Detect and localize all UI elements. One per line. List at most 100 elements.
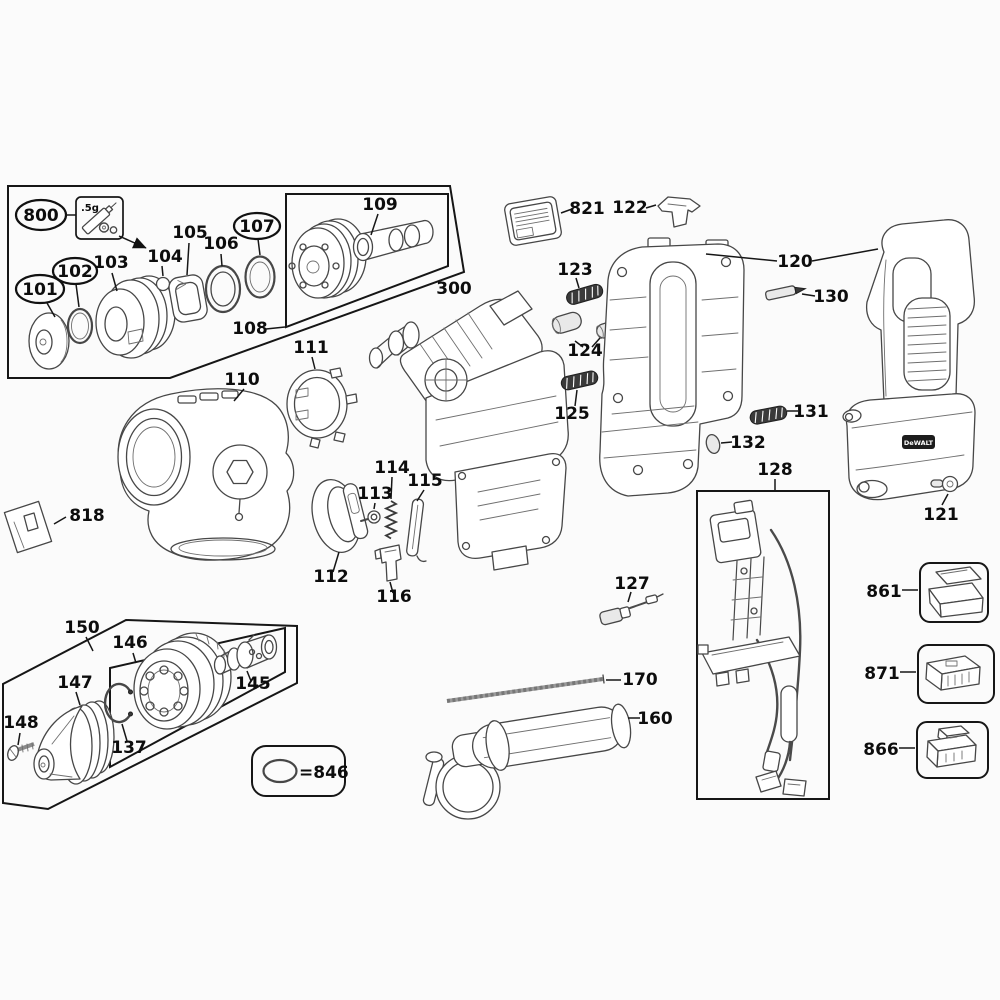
leader-113 xyxy=(373,502,376,510)
part-113-screw xyxy=(360,510,381,524)
leader-818 xyxy=(53,516,67,525)
label-131: 131 xyxy=(793,402,829,422)
leader-148 xyxy=(17,732,21,746)
label-102: 102 xyxy=(57,262,93,282)
housing-right: DeWALT xyxy=(842,219,976,501)
callout-circle-102 xyxy=(51,256,99,286)
label-125: 125 xyxy=(554,404,590,424)
part-109 xyxy=(352,219,434,262)
leader-108 xyxy=(265,326,286,330)
leader-146 xyxy=(132,652,137,664)
label-130: 130 xyxy=(813,287,849,307)
gearbox-assembly xyxy=(368,290,569,571)
part-111-ring xyxy=(286,367,358,449)
label-grease-qty: .5g xyxy=(81,203,99,214)
leader-130 xyxy=(801,293,816,297)
box-150-outline xyxy=(1,618,298,811)
label-150: 150 xyxy=(64,618,100,638)
part-114-spring xyxy=(383,500,399,540)
label-114: 114 xyxy=(374,458,410,478)
leader-lines xyxy=(17,204,949,749)
leader-120b xyxy=(811,248,879,262)
label-112: 112 xyxy=(313,567,349,587)
part-103 xyxy=(95,275,176,359)
leader-821 xyxy=(560,208,573,214)
label-821: 821 xyxy=(569,199,605,219)
leader-121 xyxy=(941,493,949,506)
box-300-group xyxy=(7,185,466,379)
label-145: 145 xyxy=(235,674,271,694)
brand-logo-text: DeWALT xyxy=(904,439,934,447)
callout-circle-101 xyxy=(14,273,66,305)
label-124: 124 xyxy=(567,341,603,361)
label-866: 866 xyxy=(863,740,899,760)
part-104 xyxy=(155,276,171,292)
part-101 xyxy=(28,312,70,370)
box-866-outline xyxy=(916,721,989,779)
label-128: 128 xyxy=(757,460,793,480)
label-127: 127 xyxy=(614,574,650,594)
leader-125 xyxy=(574,389,578,407)
label-104: 104 xyxy=(147,247,183,267)
label-170: 170 xyxy=(622,670,658,690)
leader-106 xyxy=(220,253,223,267)
label-846: =846 xyxy=(299,763,349,783)
label-101: 101 xyxy=(22,280,58,300)
callout-circle-107 xyxy=(232,211,282,241)
leader-104 xyxy=(161,265,164,277)
label-137: 137 xyxy=(111,738,147,758)
grease-tube-icon xyxy=(81,202,118,235)
part-121-pin xyxy=(930,475,959,493)
leader-115 xyxy=(416,489,425,502)
part-137-snap-ring xyxy=(103,682,133,724)
label-106: 106 xyxy=(203,234,239,254)
brand-logo-plate xyxy=(902,435,935,449)
part-115-blade xyxy=(406,498,427,563)
part-120-housing-left xyxy=(599,237,745,497)
leader-101 xyxy=(46,302,56,318)
leader-150 xyxy=(85,636,94,652)
leader-110 xyxy=(233,388,245,402)
label-160: 160 xyxy=(637,709,673,729)
part-116-bracket xyxy=(374,544,402,582)
box-861-group xyxy=(919,562,989,623)
label-116: 116 xyxy=(376,587,412,607)
label-123: 123 xyxy=(557,260,593,280)
leader-122 xyxy=(645,204,657,209)
label-105: 105 xyxy=(172,223,208,243)
leader-124b xyxy=(591,337,601,348)
part-127-wire xyxy=(599,593,664,626)
part-108-assembly xyxy=(288,218,367,299)
part-130-pin xyxy=(764,285,807,301)
leader-105 xyxy=(186,242,190,276)
label-132: 132 xyxy=(730,433,766,453)
label-115: 115 xyxy=(407,471,443,491)
box-861-outline xyxy=(919,562,989,623)
part-148-screw xyxy=(7,742,35,761)
leader-123 xyxy=(575,277,580,289)
box-300-outline xyxy=(7,185,466,379)
leader-112 xyxy=(332,551,340,573)
leader-103 xyxy=(111,272,118,292)
part-106 xyxy=(204,264,242,314)
part-102 xyxy=(66,307,94,345)
part-labels: 800 .5g 101 102 103 104 105 106 107 108 … xyxy=(3,195,959,783)
label-861: 861 xyxy=(866,582,902,602)
leader-111 xyxy=(311,356,316,370)
label-818: 818 xyxy=(69,506,105,526)
label-146: 146 xyxy=(112,633,148,653)
part-145-adapter xyxy=(213,634,278,675)
part-147-chuck xyxy=(33,700,115,785)
legend-846-box xyxy=(251,745,346,797)
box-150-group xyxy=(1,618,298,811)
box-866-group xyxy=(916,721,989,779)
part-112-dial xyxy=(311,478,369,553)
legend-grease-box xyxy=(75,196,124,240)
label-113: 113 xyxy=(357,484,393,504)
label-108: 108 xyxy=(232,319,268,339)
leader-109 xyxy=(370,213,379,236)
leader-107 xyxy=(257,238,261,256)
leader-114 xyxy=(390,476,393,500)
